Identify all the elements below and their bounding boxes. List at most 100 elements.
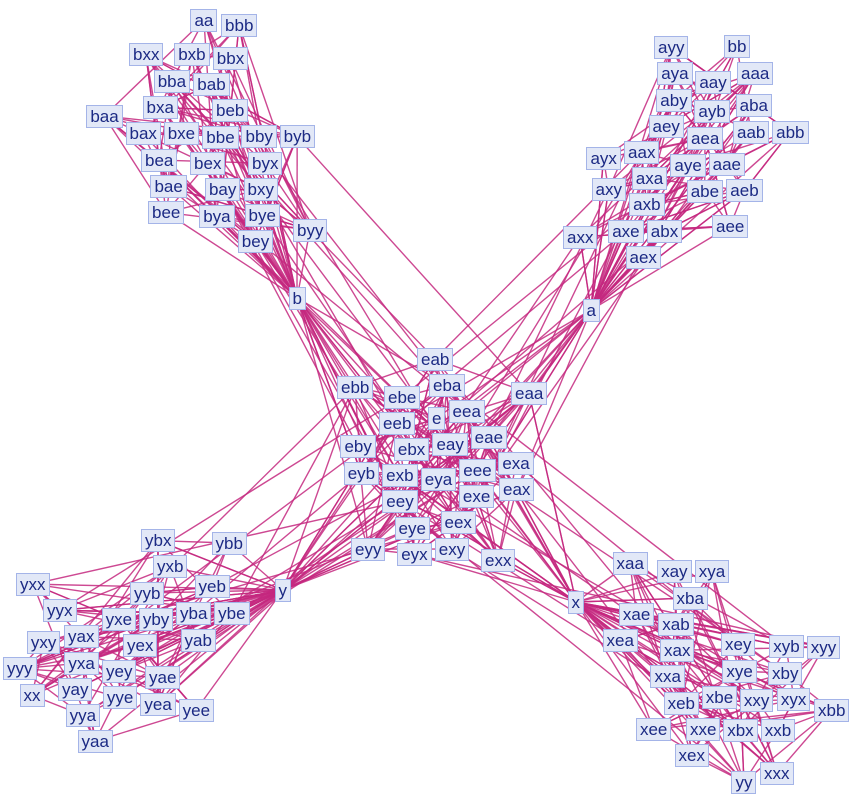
node-eee[interactable]: eee — [459, 458, 496, 482]
node-baa[interactable]: baa — [86, 104, 123, 128]
node-axx[interactable]: axx — [563, 225, 598, 249]
node-aea[interactable]: aea — [687, 126, 724, 150]
node-eay[interactable]: eay — [432, 432, 468, 456]
node-byb[interactable]: byb — [279, 125, 316, 149]
node-xee[interactable]: xee — [635, 717, 672, 741]
node-ebb[interactable]: ebb — [337, 375, 374, 399]
node-bae[interactable]: bae — [150, 174, 187, 198]
node-bye[interactable]: bye — [244, 204, 280, 228]
node-ybe[interactable]: ybe — [214, 602, 250, 625]
node-xax[interactable]: xax — [660, 638, 695, 662]
node-bab[interactable]: bab — [193, 72, 230, 96]
node-eya[interactable]: eya — [420, 468, 457, 491]
node-byy[interactable]: byy — [293, 218, 328, 242]
node-eyy[interactable]: eyy — [351, 537, 386, 561]
node-bxx[interactable]: bxx — [129, 43, 164, 67]
node-aya[interactable]: aya — [657, 62, 693, 86]
node-ayy[interactable]: ayy — [654, 35, 689, 59]
node-bbx[interactable]: bbx — [212, 46, 249, 70]
node-e[interactable]: e — [427, 406, 446, 430]
node-abx[interactable]: abx — [646, 219, 683, 243]
node-yyb[interactable]: yyb — [130, 581, 165, 605]
node-eax[interactable]: eax — [498, 478, 535, 502]
node-exa[interactable]: exa — [498, 452, 534, 476]
node-bxy[interactable]: bxy — [243, 177, 279, 201]
node-xyb[interactable]: xyb — [769, 635, 804, 659]
node-bxe[interactable]: bxe — [163, 122, 200, 146]
node-yy[interactable]: yy — [731, 770, 757, 794]
node-exx[interactable]: exx — [481, 548, 516, 572]
node-bay[interactable]: bay — [204, 178, 241, 202]
node-ebe[interactable]: ebe — [384, 385, 421, 409]
node-yxx[interactable]: yxx — [16, 572, 50, 596]
node-ayx[interactable]: ayx — [586, 146, 621, 170]
node-exe[interactable]: exe — [458, 485, 495, 509]
node-bea[interactable]: bea — [141, 148, 178, 172]
node-exb[interactable]: exb — [382, 463, 418, 487]
node-bba[interactable]: bba — [153, 69, 191, 93]
node-eeb[interactable]: eeb — [379, 411, 416, 435]
node-eyb[interactable]: eyb — [343, 461, 380, 485]
node-yae[interactable]: yae — [145, 666, 181, 690]
node-yea[interactable]: yea — [140, 692, 176, 716]
node-aex[interactable]: aex — [625, 245, 661, 269]
node-eaa[interactable]: eaa — [511, 381, 548, 405]
node-ebx[interactable]: ebx — [393, 437, 430, 461]
node-xae[interactable]: xae — [618, 602, 655, 626]
node-bee[interactable]: bee — [148, 200, 185, 224]
node-aee[interactable]: aee — [712, 214, 749, 238]
node-xya[interactable]: xya — [694, 560, 730, 584]
node-xbb[interactable]: xbb — [814, 698, 850, 722]
node-beb[interactable]: beb — [212, 99, 249, 123]
node-yyx[interactable]: yyx — [43, 598, 77, 622]
node-eex[interactable]: eex — [440, 511, 476, 535]
node-bex[interactable]: bex — [190, 151, 226, 175]
node-eba[interactable]: eba — [429, 373, 466, 397]
node-yby[interactable]: yby — [138, 608, 174, 632]
node-yxy[interactable]: yxy — [26, 630, 61, 654]
node-bey[interactable]: bey — [237, 230, 274, 254]
node-eby[interactable]: eby — [340, 434, 376, 458]
node-bxb[interactable]: bxb — [174, 43, 210, 67]
node-axa[interactable]: axa — [631, 166, 668, 190]
node-yya[interactable]: yya — [65, 703, 101, 727]
node-yaa[interactable]: yaa — [77, 729, 113, 753]
node-abb[interactable]: abb — [772, 120, 809, 144]
node-bxa[interactable]: bxa — [142, 95, 178, 119]
node-xeb[interactable]: xeb — [663, 691, 700, 715]
node-aae[interactable]: aae — [708, 153, 745, 177]
node-bb[interactable]: bb — [723, 35, 751, 59]
node-y[interactable]: y — [274, 578, 291, 602]
node-yye[interactable]: yye — [102, 686, 138, 710]
node-abe[interactable]: abe — [686, 179, 724, 203]
node-xbe[interactable]: xbe — [701, 685, 738, 709]
node-axy[interactable]: axy — [591, 178, 626, 202]
node-xxa[interactable]: xxa — [650, 665, 685, 689]
node-xex[interactable]: xex — [674, 743, 710, 767]
node-aey[interactable]: aey — [648, 114, 684, 138]
node-exy[interactable]: exy — [434, 537, 470, 561]
node-aa[interactable]: aa — [190, 8, 218, 32]
node-aye[interactable]: aye — [670, 153, 706, 177]
node-bbb[interactable]: bbb — [221, 13, 258, 37]
node-eey[interactable]: eey — [382, 490, 418, 514]
node-xxe[interactable]: xxe — [686, 717, 721, 741]
node-yee[interactable]: yee — [178, 698, 215, 722]
node-xaa[interactable]: xaa — [612, 551, 648, 575]
node-xx[interactable]: xx — [19, 683, 45, 707]
node-eea[interactable]: eea — [448, 399, 485, 423]
node-eyx[interactable]: eyx — [397, 542, 432, 566]
node-yey[interactable]: yey — [102, 660, 137, 684]
node-bya[interactable]: bya — [199, 204, 235, 228]
node-aab[interactable]: aab — [733, 120, 770, 144]
node-aay[interactable]: aay — [695, 70, 731, 94]
node-aba[interactable]: aba — [735, 94, 772, 118]
node-yeb[interactable]: yeb — [194, 575, 230, 599]
node-byx[interactable]: byx — [248, 151, 283, 175]
node-xxb[interactable]: xxb — [760, 718, 796, 742]
node-eae[interactable]: eae — [470, 426, 508, 450]
node-yxb[interactable]: yxb — [153, 555, 188, 579]
node-bby[interactable]: bby — [241, 125, 277, 149]
node-ybb[interactable]: ybb — [211, 531, 247, 555]
node-xey[interactable]: xey — [721, 633, 756, 657]
